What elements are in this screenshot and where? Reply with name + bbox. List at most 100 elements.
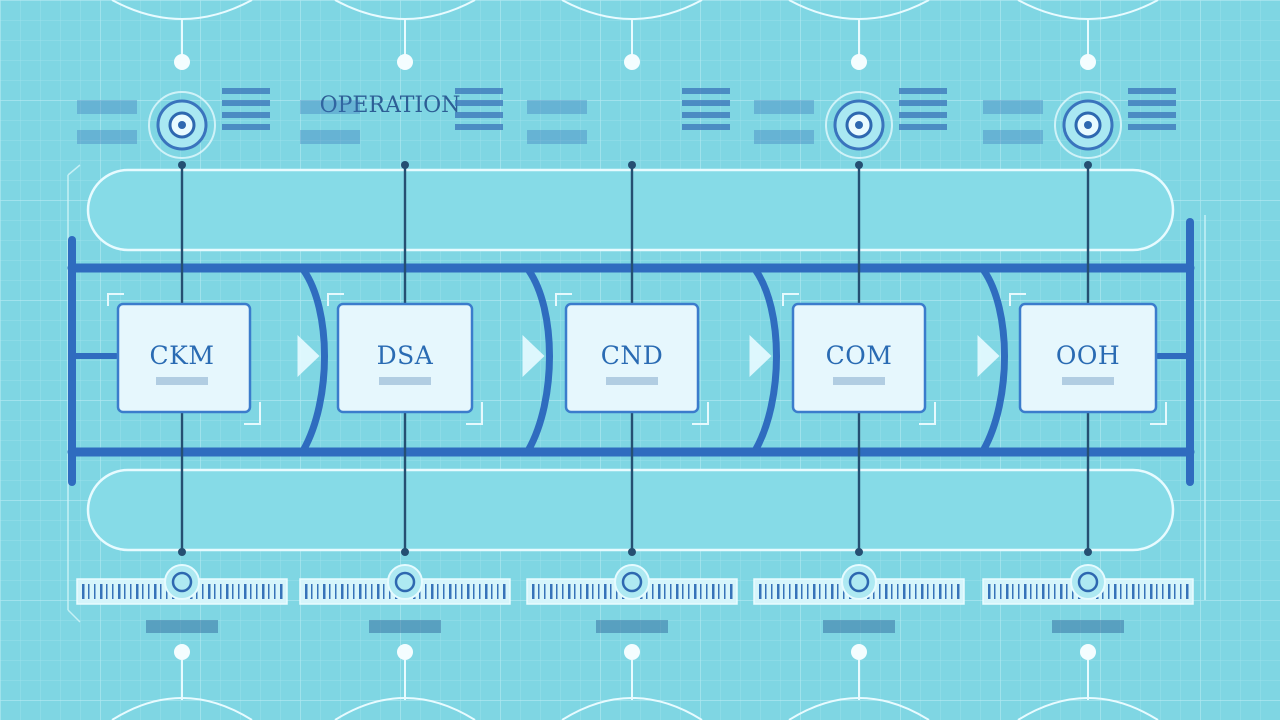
stage-box-frame (1018, 302, 1158, 414)
header-bar (455, 124, 503, 130)
barcode-bar (706, 584, 708, 599)
barcode-bar (467, 584, 470, 599)
barcode-bar (532, 584, 535, 599)
footer-node-ring (394, 571, 416, 593)
barcode-bar (610, 584, 612, 599)
barcode-bar (718, 584, 720, 599)
stage-header-text: OPERATION (320, 93, 461, 118)
sublabel-placeholder (156, 377, 208, 385)
link-node (178, 548, 186, 556)
barcode-bar (789, 584, 791, 599)
barcode-bar (915, 584, 917, 599)
stage-box-frame (564, 302, 700, 414)
barcode-bar (274, 584, 276, 599)
bottom-node (624, 644, 640, 660)
box-corner (244, 402, 261, 425)
footer-node-icon (614, 564, 650, 600)
barcode-bar (1066, 584, 1068, 599)
barcode-bar (1108, 584, 1110, 599)
barcode-bar (1138, 584, 1140, 599)
decorative-arcs (111, 0, 1159, 720)
barcode-bar (503, 584, 506, 599)
barcode-bar (994, 584, 996, 599)
barcode-bar (891, 584, 893, 599)
barcode-bar (202, 584, 204, 599)
link-node (628, 161, 636, 169)
flow-arrow-icon (977, 335, 1000, 377)
stage-label: CKM (150, 341, 215, 370)
box-corner (327, 293, 344, 306)
barcode-bar (1036, 584, 1038, 599)
barcode-bar (226, 584, 229, 599)
barcode-bar (1012, 584, 1014, 599)
flow-arrow-icon (749, 335, 772, 377)
barcode-bar (479, 584, 481, 599)
stage-box: CKM (107, 293, 261, 425)
top-node (851, 54, 867, 70)
header-bar (455, 112, 503, 118)
barcode-bar (783, 584, 785, 599)
link-node (628, 548, 636, 556)
footer-barcode (76, 564, 288, 605)
barcode-bar (443, 584, 445, 599)
footer-node-icon (1070, 564, 1106, 600)
header-bar (899, 112, 947, 118)
barcode-bar (1114, 584, 1117, 599)
header-bar (300, 130, 360, 144)
barcode-bar (491, 584, 493, 599)
link-node (855, 548, 863, 556)
barcode-bar (148, 584, 150, 599)
sublabel-placeholder (606, 377, 658, 385)
barcode-bar (377, 584, 380, 599)
barcode-bar (353, 584, 355, 599)
barcode-bar (988, 584, 991, 599)
barcode-bar (268, 584, 270, 599)
bottom-arc (111, 697, 253, 720)
barcode-bar (562, 584, 564, 599)
barcode-bar (1162, 584, 1164, 599)
gear-ring (1054, 91, 1122, 159)
box-corner (555, 293, 572, 306)
bottom-arc (788, 697, 930, 720)
header-bar (1128, 88, 1176, 94)
flow-arrow-icon (522, 335, 545, 377)
bottom-node (397, 644, 413, 660)
barcode-bar (485, 584, 488, 599)
bottom-arc (334, 697, 476, 720)
barcode-bar (1186, 584, 1189, 599)
barcode-bar (921, 584, 924, 599)
barcode-bar (819, 584, 821, 599)
barcode-bar (903, 584, 906, 599)
sublabel-placeholder (833, 377, 885, 385)
stage-divider-curve (300, 267, 328, 452)
bottom-pill-band (86, 468, 1175, 552)
barcode-bar (437, 584, 439, 599)
barcode-bar (317, 584, 319, 599)
header-bar (899, 100, 947, 106)
barcode-bar (795, 584, 798, 599)
stage-box-frame (336, 302, 474, 414)
barcode-bar (759, 584, 762, 599)
barcode-bar (455, 584, 457, 599)
barcode-bar (658, 584, 661, 599)
box-corner (466, 402, 483, 425)
header-bar (1128, 112, 1176, 118)
barcode-bar (1120, 584, 1122, 599)
bottom-node (1080, 644, 1096, 660)
bottom-node (851, 644, 867, 660)
barcode-bar (359, 584, 362, 599)
barcode-bar (1168, 584, 1171, 599)
footer-barcode (299, 564, 511, 605)
header-bar (899, 124, 947, 130)
barcode-bar (730, 584, 733, 599)
barcode-bar (825, 584, 827, 599)
barcode-bar (598, 584, 600, 599)
header-bar (222, 124, 270, 130)
header-bar (527, 130, 587, 144)
stage-box: DSA (327, 293, 483, 425)
barcode-bar (1048, 584, 1050, 599)
barcode-bar (208, 584, 211, 599)
barcode-bar (652, 584, 654, 599)
barcode-bar (82, 584, 85, 599)
barcode-bar (813, 584, 816, 599)
